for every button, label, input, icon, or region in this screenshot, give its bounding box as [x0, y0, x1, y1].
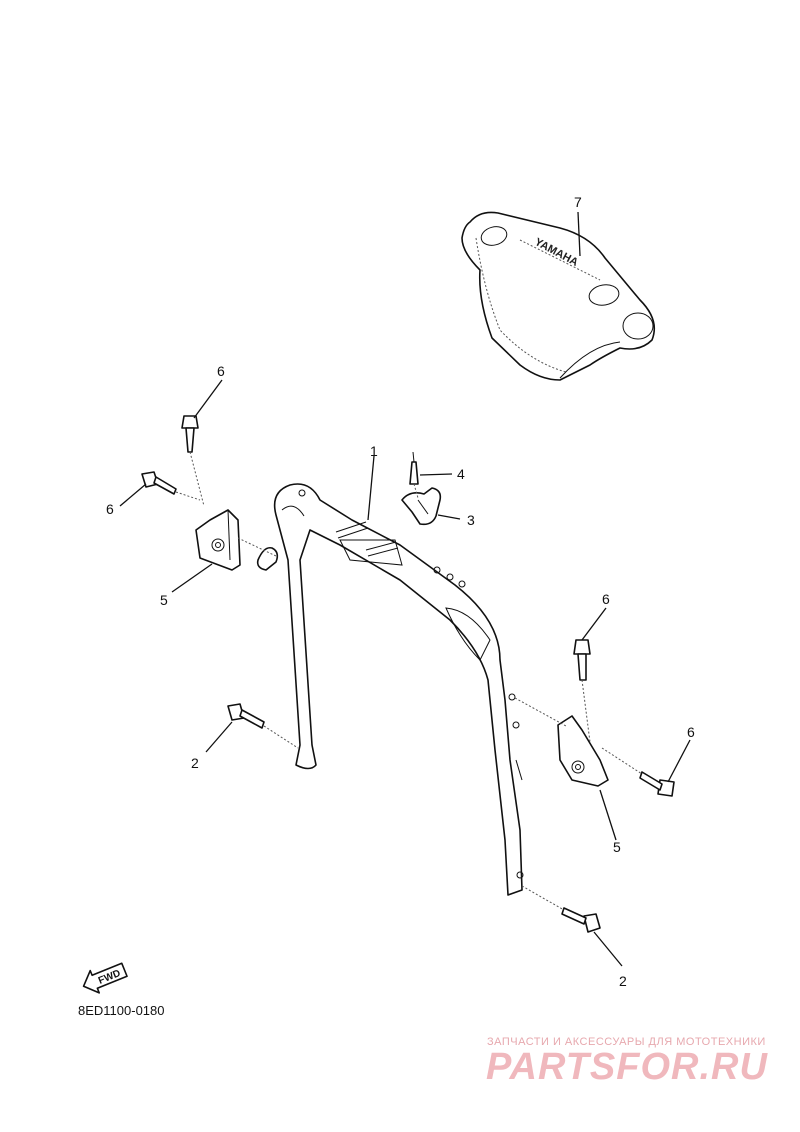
callout-4: 4 [457, 466, 465, 482]
watermark-tagline: ЗАПЧАСТИ И АКСЕССУАРЫ ДЛЯ МОТОТЕХНИКИ [487, 1036, 766, 1048]
callout-6-top-left: 6 [217, 363, 225, 379]
handlebar-pad-part-7: YAMAHA [461, 211, 656, 381]
assembly-lines [175, 451, 643, 911]
pin-part-4 [409, 451, 419, 485]
cable-loop [256, 546, 279, 571]
bracket-right-part-5 [557, 715, 609, 787]
bolt-part-6-right-top [573, 639, 591, 681]
callout-6-left: 6 [106, 501, 114, 517]
callout-7: 7 [574, 194, 582, 210]
callout-5-right: 5 [613, 839, 621, 855]
bolt-part-6-right [639, 771, 675, 797]
callout-5-left: 5 [160, 592, 168, 608]
callout-1: 1 [370, 443, 378, 459]
bolt-part-2-left [227, 703, 265, 729]
bracket-left-part-5 [195, 509, 241, 571]
callout-6-right: 6 [687, 724, 695, 740]
bolt-part-6-left [141, 471, 177, 495]
bolt-part-2-right [561, 907, 601, 933]
watermark-logo: PARTSFOR.RU [486, 1046, 768, 1088]
leader-lines [119, 211, 691, 967]
fwd-arrow-icon: FWD [82, 962, 128, 994]
callout-2-left: 2 [191, 755, 199, 771]
callout-2-right: 2 [619, 973, 627, 989]
clip-part-3 [401, 487, 442, 526]
callout-6-right-top: 6 [602, 591, 610, 607]
drawing-code: 8ED1100-0180 [78, 1003, 165, 1018]
bolt-part-6-top-left [181, 415, 199, 453]
clamp-studs [335, 521, 399, 557]
handlebar-tube-part-1 [273, 483, 524, 896]
callout-3: 3 [467, 512, 475, 528]
